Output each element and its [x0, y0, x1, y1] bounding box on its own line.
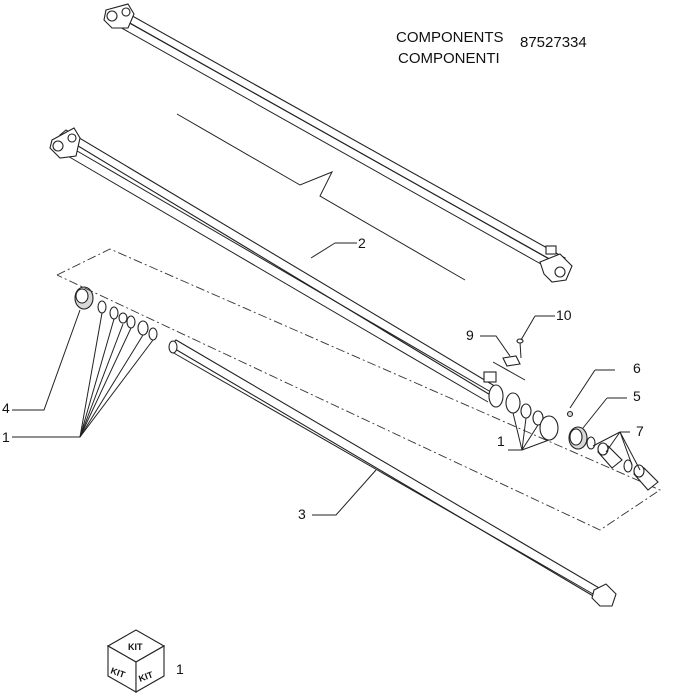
kit-box-icon: KIT KIT KIT — [106, 629, 166, 693]
break-line — [176, 113, 466, 281]
callout-9: 9 — [466, 327, 474, 343]
callout-3: 3 — [298, 506, 306, 522]
title-components: COMPONENTS — [396, 29, 504, 46]
callout-4: 4 — [2, 400, 10, 416]
left-seal-kit — [74, 286, 158, 341]
kit-label-left: KIT — [109, 665, 127, 680]
callout-2: 2 — [358, 235, 366, 251]
callout-7: 7 — [636, 423, 644, 439]
kit-label-right: KIT — [137, 669, 155, 684]
plate-and-screw — [492, 338, 526, 381]
exploded-view-boundary — [56, 248, 661, 531]
fitting-and-ball — [566, 410, 588, 450]
callout-10: 10 — [556, 307, 572, 323]
cylinder-barrel — [49, 127, 504, 408]
plate-part-9 — [502, 355, 521, 367]
callout-1-right: 1 — [497, 433, 505, 449]
kit-label-top: KIT — [128, 642, 143, 652]
kit-ref-number: 1 — [176, 661, 184, 677]
part-number: 87527334 — [520, 34, 587, 51]
callout-5: 5 — [633, 388, 641, 404]
callout-6: 6 — [633, 360, 641, 376]
screw-part-10 — [519, 341, 522, 359]
leader-lines — [12, 242, 641, 516]
upper-cylinder-assembly — [103, 3, 573, 283]
bushing-set — [586, 436, 659, 491]
title-componenti: COMPONENTI — [398, 50, 500, 67]
ball-part-6 — [566, 410, 574, 418]
piston-rod — [168, 339, 617, 607]
callout-1-left: 1 — [2, 429, 10, 445]
